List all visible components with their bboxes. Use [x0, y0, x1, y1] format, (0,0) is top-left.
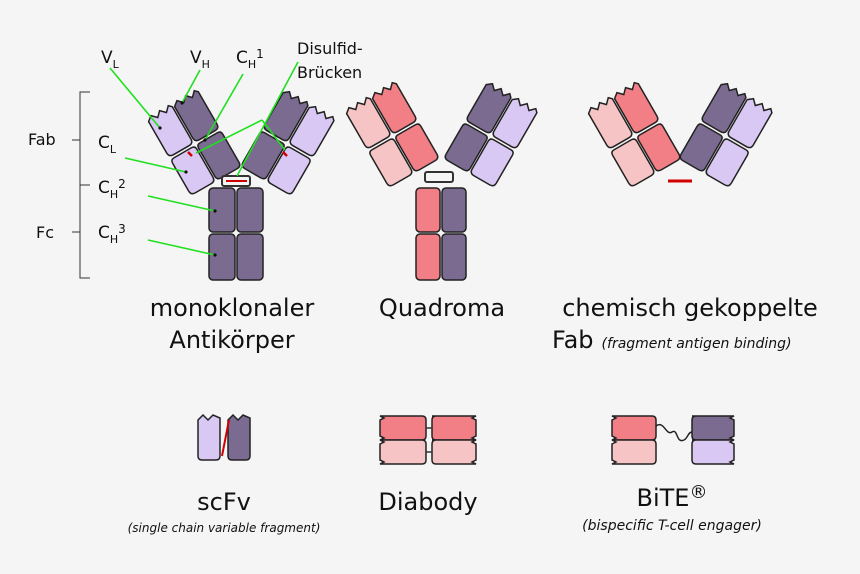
label-disulfid-2: Brücken [297, 63, 362, 82]
label-ch2: CH2 [98, 177, 126, 201]
caption-bite: BiTE® [637, 482, 708, 512]
bite [611, 415, 735, 465]
label-ch3: CH3 [98, 222, 126, 246]
pointer-dots [158, 101, 217, 257]
mab-ch2-domain-right [236, 187, 264, 233]
caption-diabody: Diabody [378, 488, 477, 516]
label-fc: Fc [36, 223, 54, 242]
scfv [197, 413, 251, 461]
caption-scfv-note: (single chain variable fragment) [128, 521, 321, 535]
caption-chem-line1: chemisch gekoppelte [562, 294, 818, 322]
caption-mab-line2: Antikörper [169, 326, 294, 354]
label-cl: CL [98, 133, 117, 156]
label-vh: VH [190, 48, 210, 71]
caption-quadroma: Quadroma [379, 294, 505, 322]
mab-ch3-domain-right [236, 233, 264, 281]
caption-mab-line1: monoklonaler [150, 294, 315, 322]
pointer-lines [109, 61, 299, 256]
quadroma [343, 80, 540, 281]
mab-ch3-domain-left [208, 233, 236, 281]
caption-chem-line2: Fab(fragment antigen binding) [552, 326, 792, 354]
caption-bite-note: (bispecific T-cell engager) [582, 518, 762, 534]
caption-scfv: scFv [197, 488, 251, 516]
fab-fc-bracket [72, 91, 90, 279]
mab-left-arm [145, 88, 243, 197]
bite-linker [655, 423, 693, 442]
chemically-coupled-fab [585, 80, 775, 189]
diabody [379, 415, 477, 465]
mab-hinge [221, 175, 251, 187]
label-vl: VL [101, 48, 120, 71]
label-ch1: CH1 [236, 47, 264, 71]
monoclonal-antibody [145, 88, 337, 281]
label-fab: Fab [28, 130, 56, 149]
label-disulfid-1: Disulfid- [297, 39, 363, 58]
